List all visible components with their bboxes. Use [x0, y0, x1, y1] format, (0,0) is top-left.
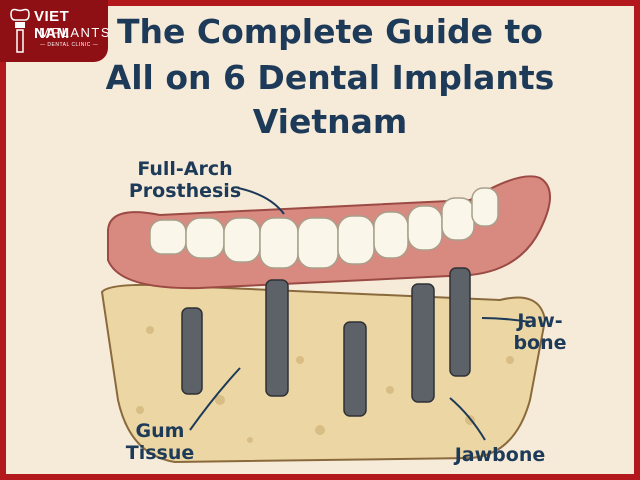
label-arrows: [189, 187, 531, 441]
label-line: Gum: [135, 420, 185, 442]
label-full-arch-prosthesis: Full-Arch Prosthesis: [120, 158, 250, 202]
logo-line-2: IMPLANTS: [34, 25, 112, 40]
label-jawbone-right: Jaw- bone: [510, 310, 570, 354]
label-gum-tissue: Gum Tissue: [120, 420, 200, 464]
label-line: Jaw-: [517, 310, 563, 332]
tooth-implant-icon: [10, 8, 30, 53]
logo-line-3: — DENTAL CLINIC —: [40, 42, 99, 48]
implants: [181, 267, 471, 417]
label-line: bone: [513, 332, 567, 354]
page-title-line-1: The Complete Guide to: [117, 12, 543, 51]
label-line: Tissue: [125, 442, 195, 464]
logo-line-1: VIET NAM: [34, 8, 70, 42]
page-title-line-2: All on 6 Dental Implants: [105, 58, 555, 97]
clinic-logo[interactable]: VIET NAM IMPLANTS — DENTAL CLINIC —: [0, 0, 112, 62]
page-title-line-3: Vietnam: [252, 102, 408, 141]
prosthesis-teeth: [149, 187, 499, 269]
label-jawbone-bottom: Jawbone: [454, 444, 546, 466]
label-line: Prosthesis: [128, 180, 242, 202]
label-line: Full-Arch: [137, 158, 233, 180]
